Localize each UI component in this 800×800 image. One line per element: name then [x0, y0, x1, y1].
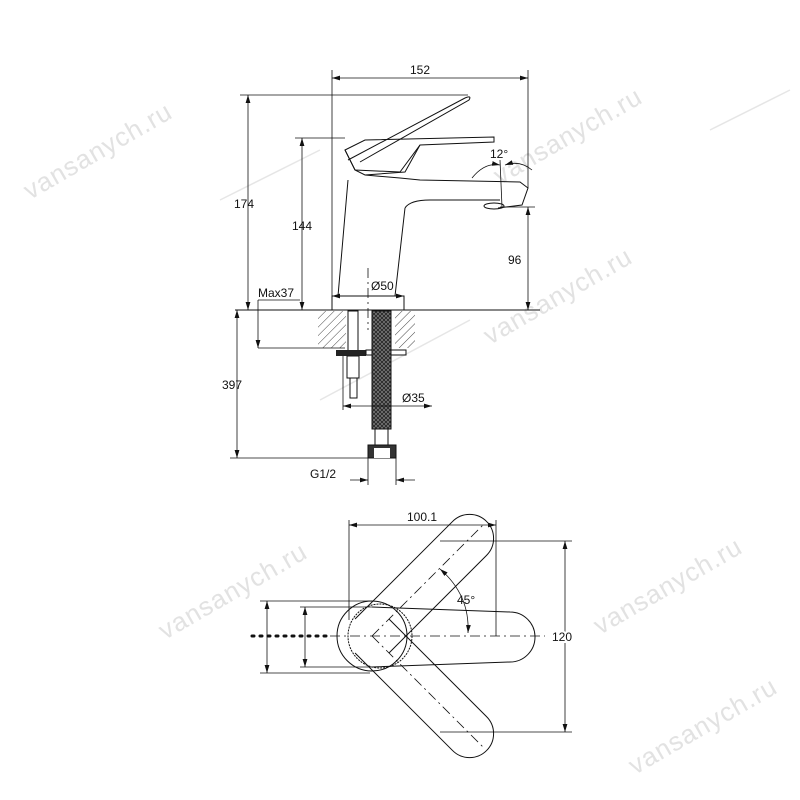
watermark-text: vansanych.ru	[153, 536, 312, 645]
dim-angle-45: 45°	[457, 593, 475, 607]
watermark-text: vansanych.ru	[623, 671, 782, 780]
dim-height-174: 174	[234, 197, 254, 211]
dim-length-397: 397	[222, 378, 242, 392]
watermarks: vansanych.ru vansanych.ru vansanych.ru v…	[18, 81, 791, 780]
watermark-text: vansanych.ru	[18, 96, 177, 205]
dim-shank-diameter-35: Ø35	[402, 391, 425, 405]
dim-depth-120: 120	[552, 630, 572, 644]
dim-base-diameter-50: Ø50	[371, 279, 394, 293]
watermark-text: vansanych.ru	[478, 241, 637, 350]
dim-width-100-1: 100.1	[407, 510, 437, 524]
dim-max-37: Max37	[258, 286, 294, 300]
top-view: 100.1 120 45°	[250, 510, 574, 759]
watermark-text: vansanych.ru	[488, 81, 647, 190]
dim-angle-12: 12°	[490, 147, 508, 161]
watermark-text: vansanych.ru	[588, 531, 747, 640]
dim-width-152: 152	[410, 63, 430, 77]
dim-height-144: 144	[292, 219, 312, 233]
dim-spout-96: 96	[508, 253, 522, 267]
dim-thread-g12: G1/2	[310, 467, 336, 481]
side-view: 152 174 144 96 12° Ø50 Max37 397 Ø35 G1/…	[222, 63, 540, 485]
